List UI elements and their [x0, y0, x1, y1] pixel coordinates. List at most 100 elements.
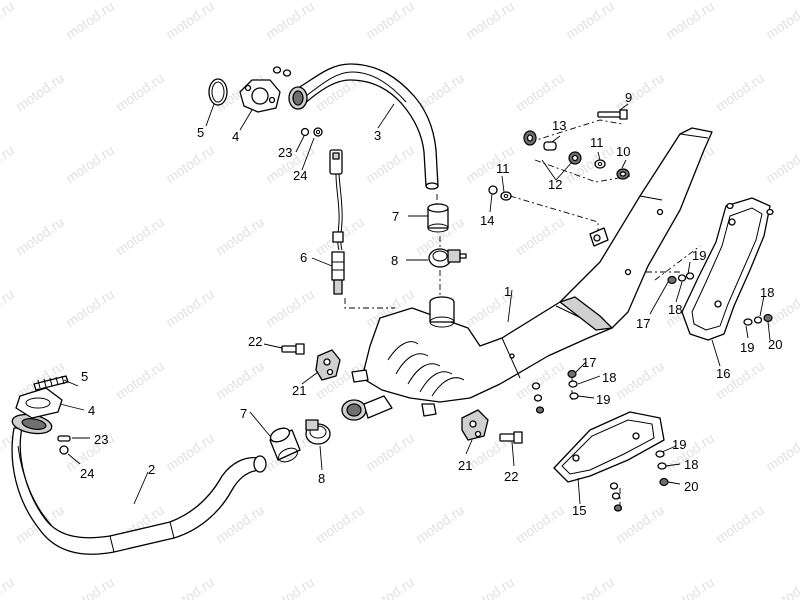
callout-labels: 1 2 3 4 4 5 5 6 7 7 8 8 9 10 11 11 12 13… — [80, 90, 782, 518]
watermark-text: motod.ru — [13, 214, 67, 259]
callout-20-lower: 20 — [684, 479, 698, 494]
bolt-part-22-top — [281, 343, 305, 355]
clamp-part-8-bottom — [305, 419, 331, 445]
heat-shield-part-16 — [681, 197, 771, 341]
watermark-text: motod.ru — [613, 358, 667, 403]
callout-19-lower: 19 — [672, 437, 686, 452]
watermark-text: motod.ru — [763, 430, 800, 475]
watermark-text: motod.ru — [363, 142, 417, 187]
grommet-part-12 — [523, 130, 582, 165]
washer-part-23-bottom — [57, 435, 71, 442]
callout-14: 14 — [480, 213, 494, 228]
callout-2: 2 — [148, 462, 155, 477]
callout-19-upper-shield-top: 19 — [692, 248, 706, 263]
watermark-text: motod.ru — [63, 142, 117, 187]
watermark-text: motod.ru — [163, 574, 217, 600]
watermark-text: motod.ru — [763, 574, 800, 600]
callout-22-top: 22 — [248, 334, 262, 349]
hardware-stack-upper-shield — [667, 202, 774, 326]
washer-part-11-lower — [500, 191, 512, 201]
callout-20-upper: 20 — [768, 337, 782, 352]
watermark-text: motod.ru — [663, 0, 717, 42]
callout-21-top: 21 — [292, 383, 306, 398]
header-pipe-part-2 — [11, 413, 267, 555]
callout-12: 12 — [548, 177, 562, 192]
watermark-text: motod.ru — [763, 0, 800, 42]
o-ring-part-5-top — [208, 78, 228, 106]
upper-pipe-part-3 — [288, 63, 439, 190]
watermark-text: motod.ru — [713, 502, 767, 547]
callout-18-middle: 18 — [602, 370, 616, 385]
watermark-text: motod.ru — [413, 502, 467, 547]
callout-8-top: 8 — [391, 253, 398, 268]
watermark-text: motod.ru — [363, 574, 417, 600]
watermark-text: motod.ru — [163, 142, 217, 187]
callout-13: 13 — [552, 118, 566, 133]
callout-18-upper-shield-left: 18 — [668, 302, 682, 317]
callout-19-upper-shield-bottom: 19 — [740, 340, 754, 355]
watermark-text: motod.ru — [163, 0, 217, 42]
washer-part-24-top — [313, 127, 323, 137]
washer-part-23-top — [300, 127, 310, 137]
hardware-stack-middle — [531, 369, 579, 414]
callout-24-bottom: 24 — [80, 466, 94, 481]
callout-18-lower: 18 — [684, 457, 698, 472]
washer-part-11-upper — [594, 159, 606, 169]
watermark-text: motod.ru — [463, 574, 517, 600]
sleeve-part-7-bottom — [269, 427, 301, 463]
bracket-part-21-bottom — [461, 409, 489, 441]
clamp-part-8-top — [428, 248, 467, 268]
callout-19-middle: 19 — [596, 392, 610, 407]
watermark-text: motod.ru — [0, 142, 17, 187]
watermark-text: motod.ru — [0, 574, 17, 600]
callout-11-lower: 11 — [496, 161, 510, 176]
spacer-part-13 — [543, 141, 557, 151]
watermark-text: motod.ru — [463, 0, 517, 42]
watermark-text: motod.ru — [263, 574, 317, 600]
watermark-text: motod.ru — [263, 0, 317, 42]
watermark-text: motod.ru — [163, 430, 217, 475]
callout-10: 10 — [616, 144, 630, 159]
watermark-text: motod.ru — [513, 502, 567, 547]
watermark-text: motod.ru — [213, 358, 267, 403]
callout-4-top: 4 — [232, 129, 239, 144]
watermark-text: motod.ru — [63, 574, 117, 600]
callout-7-top: 7 — [392, 209, 399, 224]
watermark-text: motod.ru — [363, 430, 417, 475]
callout-16: 16 — [716, 366, 730, 381]
bracket-part-21-top — [315, 349, 341, 381]
callout-15: 15 — [572, 503, 586, 518]
callout-17-middle: 17 — [582, 355, 596, 370]
muffler-part-1 — [341, 127, 713, 421]
watermark-text: motod.ru — [163, 286, 217, 331]
callout-8-bottom: 8 — [318, 471, 325, 486]
watermark-text: motod.ru — [563, 574, 617, 600]
watermark-text: motod.ru — [13, 70, 67, 115]
bolt-part-22-bottom — [499, 431, 523, 444]
watermark-text: motod.ru — [0, 0, 17, 42]
washer-part-24-bottom — [59, 445, 69, 455]
callout-3: 3 — [374, 128, 381, 143]
watermark-text: motod.ru — [63, 286, 117, 331]
callout-9: 9 — [625, 90, 632, 105]
callout-6: 6 — [300, 250, 307, 265]
flange-part-4-top — [239, 79, 281, 113]
watermark-text: motod.ru — [763, 142, 800, 187]
watermark-text: motod.ru — [113, 358, 167, 403]
watermark-text: motod.ru — [63, 0, 117, 42]
watermark-text: motod.ru — [213, 502, 267, 547]
callout-21-bottom: 21 — [458, 458, 472, 473]
watermark-text: motod.ru — [363, 0, 417, 42]
nut-part-10 — [616, 168, 630, 180]
hardware-stack-lower-shield — [609, 450, 669, 512]
callout-18-upper-shield-right: 18 — [760, 285, 774, 300]
callout-24-top: 24 — [293, 168, 307, 183]
watermark-text: motod.ru — [513, 70, 567, 115]
callout-7-bottom: 7 — [240, 406, 247, 421]
watermark-text: motod.ru — [113, 70, 167, 115]
heat-shield-part-15 — [553, 411, 665, 483]
leader-lines — [59, 103, 771, 505]
callout-1: 1 — [504, 284, 511, 299]
callout-23-top: 23 — [278, 145, 292, 160]
